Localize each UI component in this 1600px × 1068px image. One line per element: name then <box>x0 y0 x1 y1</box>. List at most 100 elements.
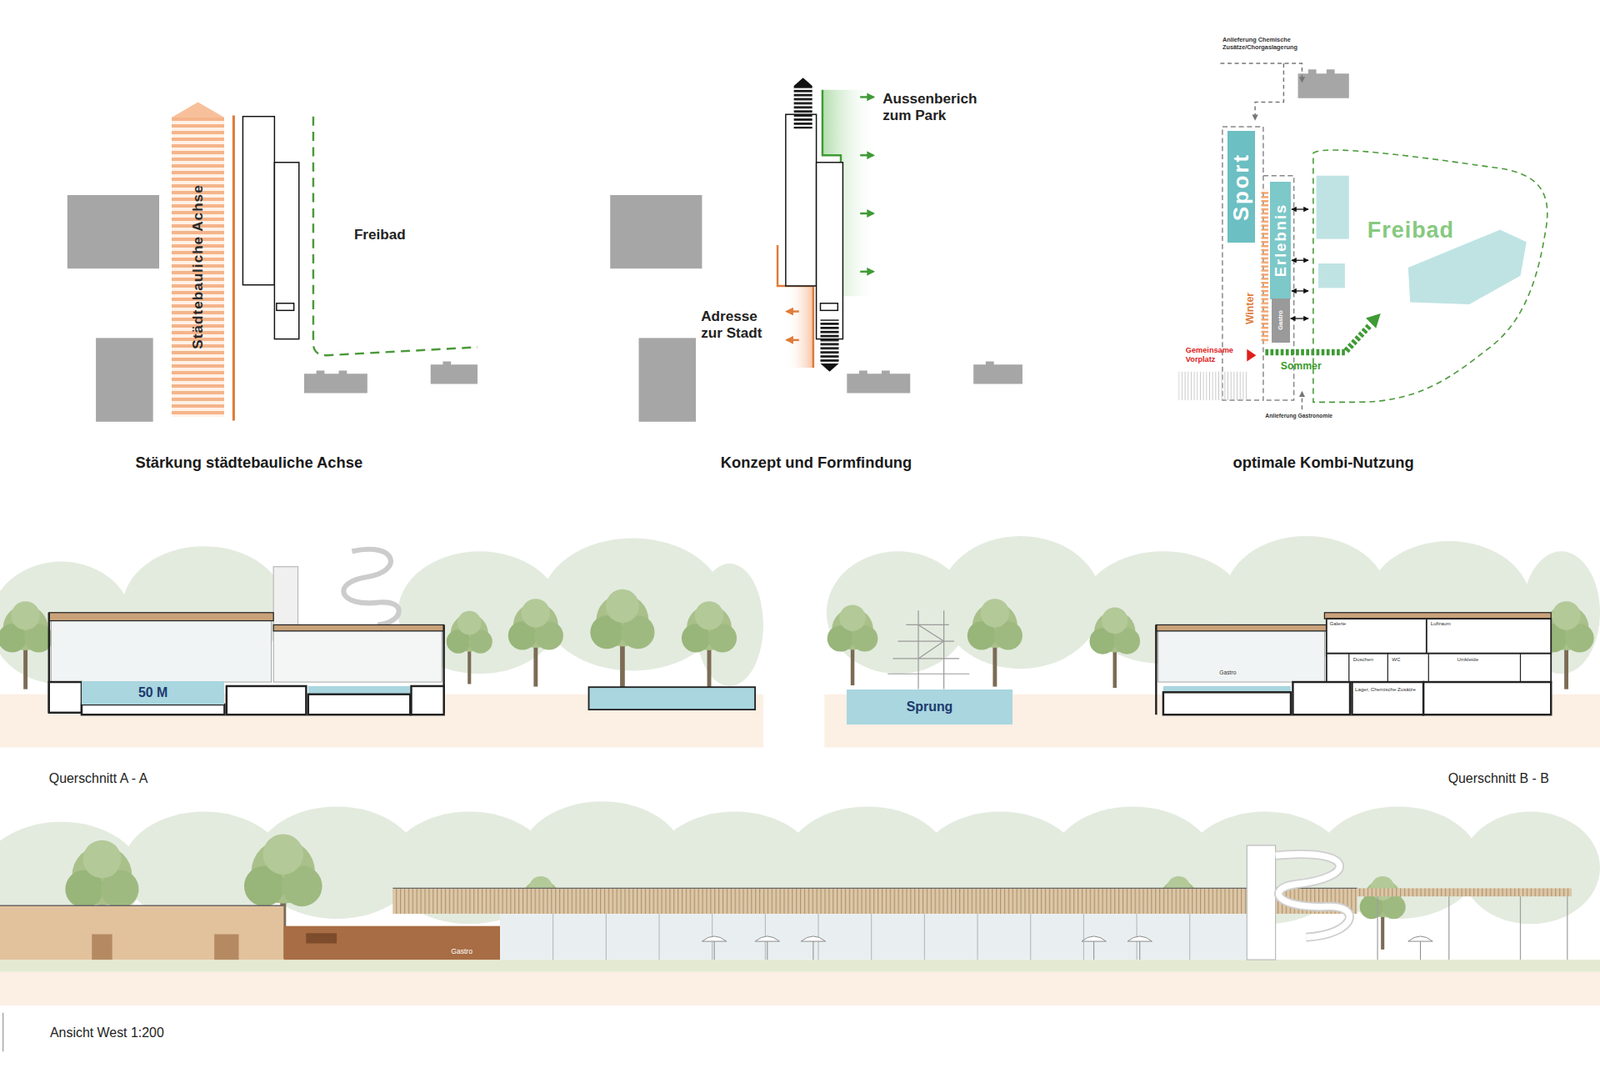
elevation-building <box>283 925 500 960</box>
gastro-box: Gastro <box>1271 298 1290 344</box>
node-text: Freibad <box>1367 219 1455 242</box>
zone-outline <box>1222 126 1264 400</box>
trees <box>0 600 54 689</box>
room-label: Gastro <box>1219 669 1236 676</box>
park-arrows <box>860 270 874 273</box>
pool-50m: 50 M <box>81 680 225 705</box>
outdoor-pool-section <box>589 686 756 710</box>
diving-tower <box>918 640 945 659</box>
section-b-building <box>1425 618 1428 654</box>
room-label: Luftraum <box>1430 620 1451 626</box>
trees <box>967 598 1023 686</box>
section-a-building <box>50 620 271 682</box>
diving-tower <box>887 610 970 689</box>
elevation-building <box>0 905 284 960</box>
season-label: Sommer <box>1280 360 1322 373</box>
room-label: Gastro <box>450 946 473 955</box>
winter-stripes <box>1260 190 1269 344</box>
trees <box>446 610 493 685</box>
section-b-building <box>1155 624 1326 630</box>
elevation-building <box>1246 845 1275 960</box>
delivery-path <box>1220 63 1302 82</box>
context-buildings <box>304 370 368 394</box>
building-outline <box>785 114 844 339</box>
context-buildings <box>610 195 702 269</box>
forecourt-marker <box>1246 349 1256 362</box>
section-a-building <box>308 694 410 715</box>
axis-band: Städtebauliche Achse <box>171 117 225 417</box>
section-b-building <box>1155 612 1551 715</box>
park-arrows <box>860 154 874 156</box>
pool-boundary <box>313 116 478 356</box>
access-hatch <box>794 77 840 372</box>
diving-pool: Sprung <box>846 689 1012 725</box>
section-title: Querschnitt A - A <box>49 770 148 786</box>
winter-stripes <box>1260 190 1269 344</box>
elevation-building <box>1275 854 1350 938</box>
zone-outline <box>1222 126 1295 400</box>
context-buildings <box>639 337 697 421</box>
freibad-region: Freibad <box>1309 145 1555 406</box>
outdoor-pools <box>1318 263 1345 288</box>
access-hatch <box>820 319 839 364</box>
building-outline <box>785 114 817 286</box>
node-text: Städtebauliche Achse <box>190 185 205 350</box>
section-b-building <box>1423 681 1551 715</box>
misty-trees <box>939 535 1103 669</box>
ground <box>0 959 1600 972</box>
node-text: Sport <box>1230 152 1253 221</box>
umbrellas <box>1139 940 1140 960</box>
region-outline <box>1309 145 1555 406</box>
building-outline <box>242 116 275 285</box>
section-title: Ansicht West 1:200 <box>50 1024 165 1040</box>
section-a-building <box>49 612 274 621</box>
park-arrows <box>860 95 874 98</box>
section-b-building <box>1292 681 1350 715</box>
outdoor-pool-section <box>589 686 756 710</box>
connector-arrow <box>1291 290 1309 291</box>
node-text: Erlebnis <box>1273 203 1289 277</box>
diagram-caption: Stärkung städtebauliche Achse <box>135 453 363 472</box>
park-arrows <box>860 212 874 215</box>
umbrellas <box>800 935 825 941</box>
forecourt-hatch <box>1178 371 1248 400</box>
umbrellas <box>701 935 1433 960</box>
section-b-building <box>1387 653 1389 682</box>
city-axis-line <box>232 115 235 420</box>
node-text: 50 M <box>138 685 168 700</box>
diving-tower <box>892 657 960 659</box>
section-a-building <box>81 704 225 715</box>
misty-trees <box>0 535 1600 935</box>
node-text: Sprung <box>906 700 954 714</box>
diving-tower <box>943 610 945 689</box>
section-b-building <box>1326 618 1551 654</box>
slide-tower <box>273 549 400 625</box>
elevation-building <box>1275 854 1350 938</box>
delivery-path <box>1220 63 1302 410</box>
node-text: Gastro <box>1277 310 1284 331</box>
season-label: Winter <box>1244 292 1257 325</box>
city-arrows <box>786 311 800 340</box>
section-b-building <box>1351 681 1424 715</box>
outdoor-pools <box>1316 175 1527 305</box>
umbrellas <box>812 940 814 960</box>
context-buildings <box>973 361 1023 385</box>
room-label: Umkleide <box>1457 655 1479 662</box>
trees <box>827 605 879 686</box>
umbrellas <box>714 940 715 960</box>
section-b-building <box>1163 691 1291 715</box>
city-arrows <box>786 310 800 312</box>
diagram-caption: optimale Kombi-Nutzung <box>1233 453 1415 472</box>
outdoor-pools <box>1316 175 1350 240</box>
ground <box>2 1012 4 1052</box>
elevation-building <box>305 932 337 943</box>
concept-label: Aussenberich zum Park <box>882 90 1010 125</box>
park-arrows <box>860 96 874 271</box>
access-hatch <box>820 363 839 372</box>
trees <box>1360 875 1406 950</box>
slide-tower <box>273 566 298 625</box>
elevation-building <box>1377 895 1568 960</box>
section-b-building <box>1155 624 1157 715</box>
elevation-building <box>392 887 1357 889</box>
